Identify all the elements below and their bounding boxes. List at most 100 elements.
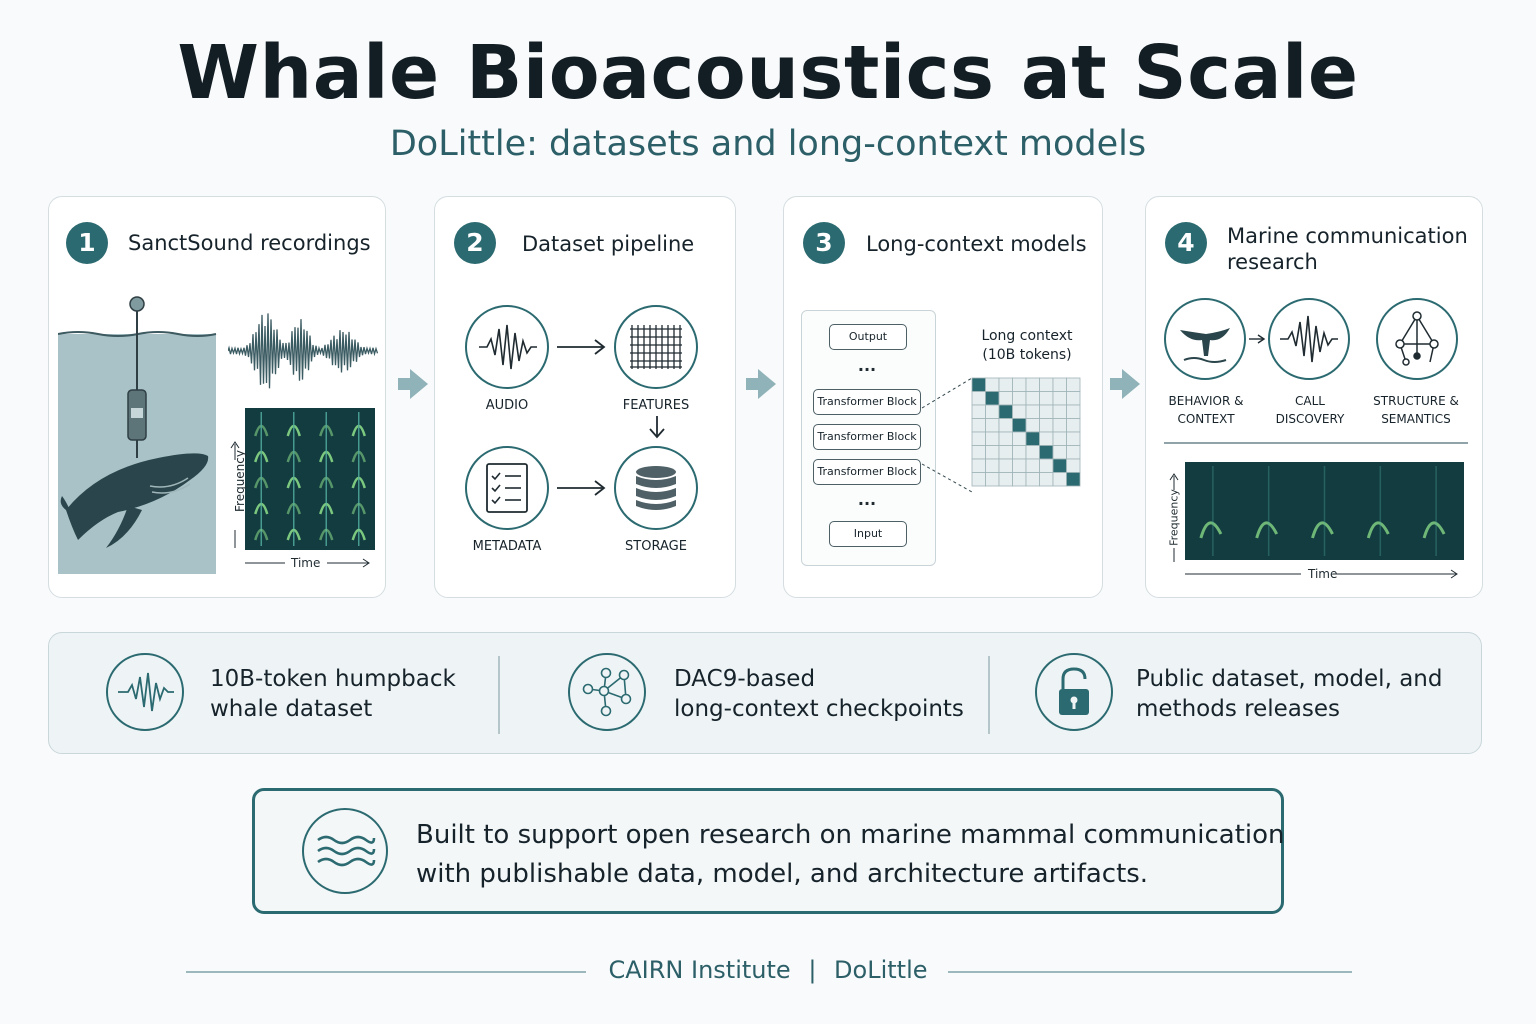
attention-cell [1039,404,1054,419]
attention-cell-diagonal [1052,458,1067,473]
attention-cell [1025,377,1040,392]
grid-icon [630,325,682,369]
y-axis-arrow-2 [1169,473,1179,562]
attention-cell [1012,431,1027,446]
note-text-line1: Built to support open research on marine… [416,820,1285,850]
note-text-line2: with publishable data, model, and archit… [416,859,1149,889]
spectrogram-2 [1185,462,1464,560]
footer-org: CAIRN Institute [608,956,791,984]
flow-arrow-3 [1110,369,1140,399]
call-node [1268,298,1350,380]
flow-arrow-2 [746,369,776,399]
attention-cell [985,431,1000,446]
stat-icon-dataset [106,653,184,731]
attention-cell [1066,445,1081,460]
footer-separator: | [808,956,817,984]
attention-cell [998,377,1013,392]
graph-icon [1395,311,1439,366]
attention-cell [1039,431,1054,446]
arrow-features-storage [649,416,665,439]
attention-cell-diagonal [998,404,1013,419]
spectrogram-call-mark [286,476,301,489]
waveform-icon [1280,315,1338,363]
footer-project: DoLittle [834,956,928,984]
footer-rule-left [186,971,586,973]
node-label-storage: STORAGE [625,539,687,554]
features-node [614,305,698,389]
attention-cell [1025,404,1040,419]
attention-cell [1052,418,1067,433]
waveform-icon [118,672,174,712]
spectrogram-1 [245,408,375,550]
attention-cell-diagonal [1039,445,1054,460]
long-context-label: Long context [981,328,1073,344]
attention-cell [1052,431,1067,446]
x-axis-label: Time [291,556,321,570]
unlock-icon [1059,667,1089,715]
attention-cell [1025,418,1040,433]
mission-note [252,788,1284,914]
spectrogram-call-mark [286,424,301,437]
transformer-block-1: Transformer Block [813,389,921,415]
stat-releases-line1: Public dataset, model, and [1136,666,1443,692]
whale-tail-icon [1180,328,1230,363]
spectrogram-call-mark [351,502,366,515]
network-icon [582,667,632,717]
research-label-call-2: DISCOVERY [1275,412,1345,426]
attention-cell [1039,458,1054,473]
waveform-icon [479,324,537,370]
attention-cell [998,458,1013,473]
attention-cell-diagonal [1025,431,1040,446]
page-title: Whale Bioacoustics at Scale [177,30,1359,116]
panel-title-models: Long-context models [866,232,1087,256]
spectrogram-call-mark [1366,521,1390,539]
attention-cell [985,404,1000,419]
attention-cell [985,445,1000,460]
step-badge-2: 2 [454,222,496,264]
spectrogram-call-mark [254,424,269,437]
step-badge-3: 3 [803,222,845,264]
x-axis-arrow-2 [1185,569,1458,579]
structure-node [1376,298,1458,380]
attention-cell [971,445,986,460]
research-label-behavior-1: BEHAVIOR & [1168,394,1244,408]
attention-cell [1012,458,1027,473]
spectrogram-call-mark [319,476,334,489]
waveform-plot [228,313,378,389]
attention-cell [971,472,986,487]
database-icon [636,466,676,510]
spectrogram-call-mark [286,528,301,541]
transformer-block-2: Transformer Block [813,424,921,450]
stat-checkpoints-line2: long-context checkpoints [674,696,964,722]
stats-divider-1 [498,656,500,734]
research-label-call-1: CALL [1295,394,1325,408]
metadata-node [465,446,549,530]
step-badge-1: 1 [66,222,108,264]
attention-cell [1012,404,1027,419]
arrow-audio-features [557,339,606,355]
attention-cell [985,458,1000,473]
attention-cell-diagonal [985,391,1000,406]
spectrogram-call-mark [1199,521,1223,539]
attention-cell [1025,458,1040,473]
panel-pipeline [434,196,736,598]
attention-cell [1066,404,1081,419]
y-axis-arrow [230,441,240,548]
research-label-structure-1: STRUCTURE & [1373,394,1459,408]
spectrogram-call-mark [319,528,334,541]
attention-cell [1039,418,1054,433]
spectrogram-call-mark [319,502,334,515]
checklist-icon [486,463,528,513]
attention-cell [998,445,1013,460]
attention-cell-diagonal [971,377,986,392]
spectrogram-call-mark [1255,521,1279,539]
behavior-node [1164,298,1246,380]
stack-ellipsis-bottom: ... [857,490,877,509]
x-axis-label-2: Time [1308,567,1338,581]
attention-cell [1012,472,1027,487]
attention-cell-diagonal [1066,472,1081,487]
attention-cell [998,431,1013,446]
attention-cell [998,472,1013,487]
spectrogram-call-mark [351,450,366,463]
spectrogram-call-mark [351,424,366,437]
